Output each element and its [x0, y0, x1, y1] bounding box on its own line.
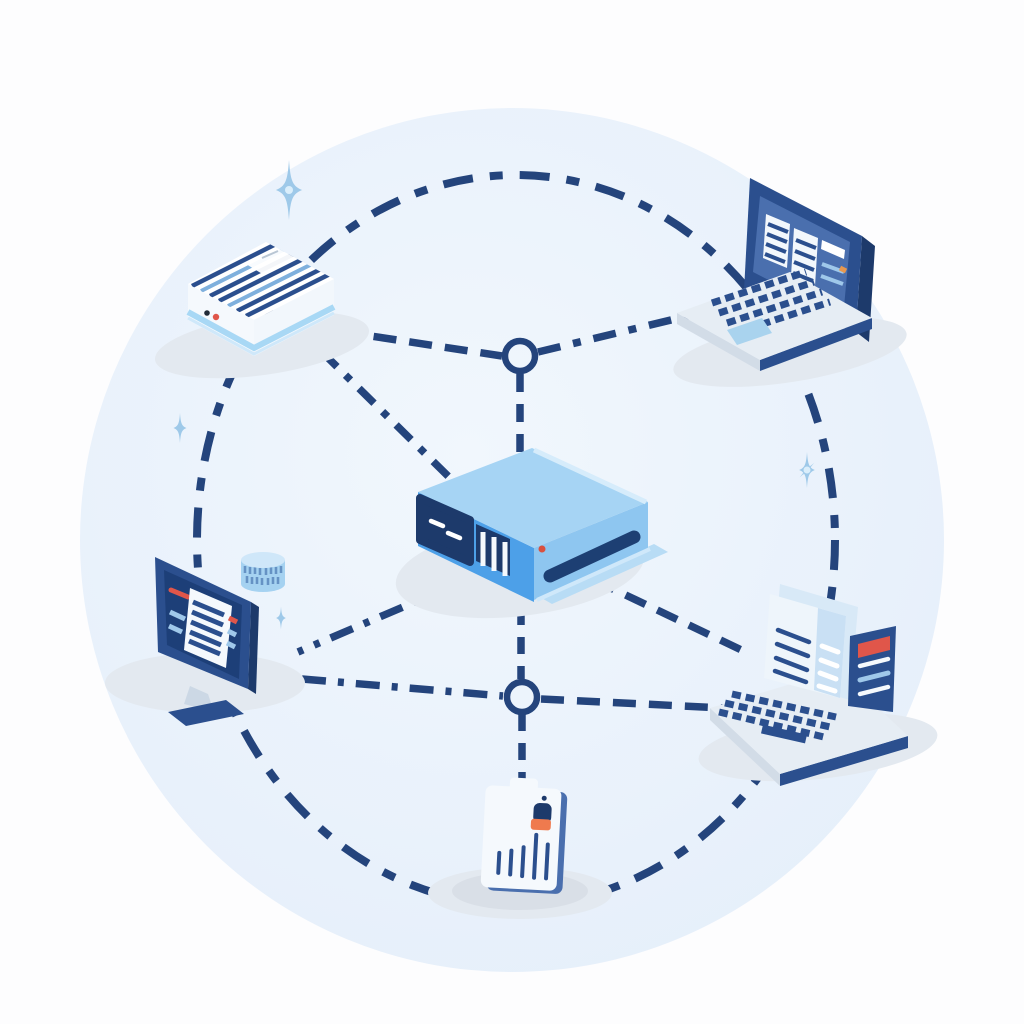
- monitor-device: [105, 552, 305, 726]
- sparkle-icon: [275, 160, 303, 220]
- hub-port-dash: [445, 530, 463, 541]
- report-document: [428, 777, 612, 919]
- hub-bottom-edge: [536, 547, 651, 602]
- hub-device: [395, 447, 668, 619]
- line-printer-hub: [319, 349, 453, 481]
- laptop-base-front-edge: [760, 318, 872, 371]
- sparkle-icon: [796, 452, 818, 488]
- laptop-trackpad: [727, 318, 772, 345]
- junction-ring-bottom: [503, 678, 541, 716]
- docs-panel-lines: [857, 656, 891, 697]
- hub-drive-slot: [543, 530, 641, 583]
- line-monitor-junction-bottom: [301, 675, 504, 700]
- database-icon: [241, 552, 285, 592]
- docs-base-left-edge: [710, 708, 780, 786]
- line-junction-bottom-docs: [540, 695, 725, 712]
- docs-base-front-edge: [780, 736, 908, 786]
- connection-spokes: [296, 309, 754, 785]
- document-text-lines: [772, 627, 841, 694]
- docs-panel-badge: [858, 636, 890, 658]
- printer-led-dot: [212, 313, 220, 321]
- report-photo-head: [533, 802, 552, 824]
- hub-top-face: [418, 448, 648, 548]
- report-bar-chart: [496, 832, 550, 881]
- hub-vent-slats: [480, 532, 508, 576]
- hub-top-sheen: [532, 447, 648, 505]
- line-hub-docs: [592, 576, 754, 659]
- hub-port-dash: [428, 518, 446, 529]
- printer-device: [154, 242, 370, 379]
- report-card-group: [480, 777, 568, 894]
- monitor-frame-edge: [248, 602, 259, 694]
- report-dot: [541, 795, 547, 801]
- monitor-stand-base: [168, 700, 244, 726]
- report-photo-base: [530, 818, 551, 831]
- documents-workstation-device: [698, 584, 938, 786]
- junction-ring-top: [501, 337, 539, 375]
- printer-power-dot: [204, 310, 210, 316]
- monitor-screen-content: [167, 587, 239, 668]
- laptop-base-left-edge: [677, 313, 760, 371]
- line-printer-junction-top: [337, 327, 503, 360]
- hub-lower-slab: [538, 544, 668, 604]
- docs-keyboard-keys: [718, 690, 837, 744]
- printer-paper-stripes: [190, 242, 334, 319]
- laptop-screen-table: [763, 214, 848, 286]
- hub-port-panel: [416, 494, 474, 566]
- printer-base-line: [187, 311, 335, 356]
- laptop-device: [673, 178, 907, 387]
- laptop-keyboard-deck: [677, 272, 872, 360]
- database-ticks: [243, 566, 283, 585]
- printer-blue-stripe: [186, 304, 336, 352]
- hub-led-dot: [538, 545, 546, 553]
- connection-ring: [193, 171, 839, 909]
